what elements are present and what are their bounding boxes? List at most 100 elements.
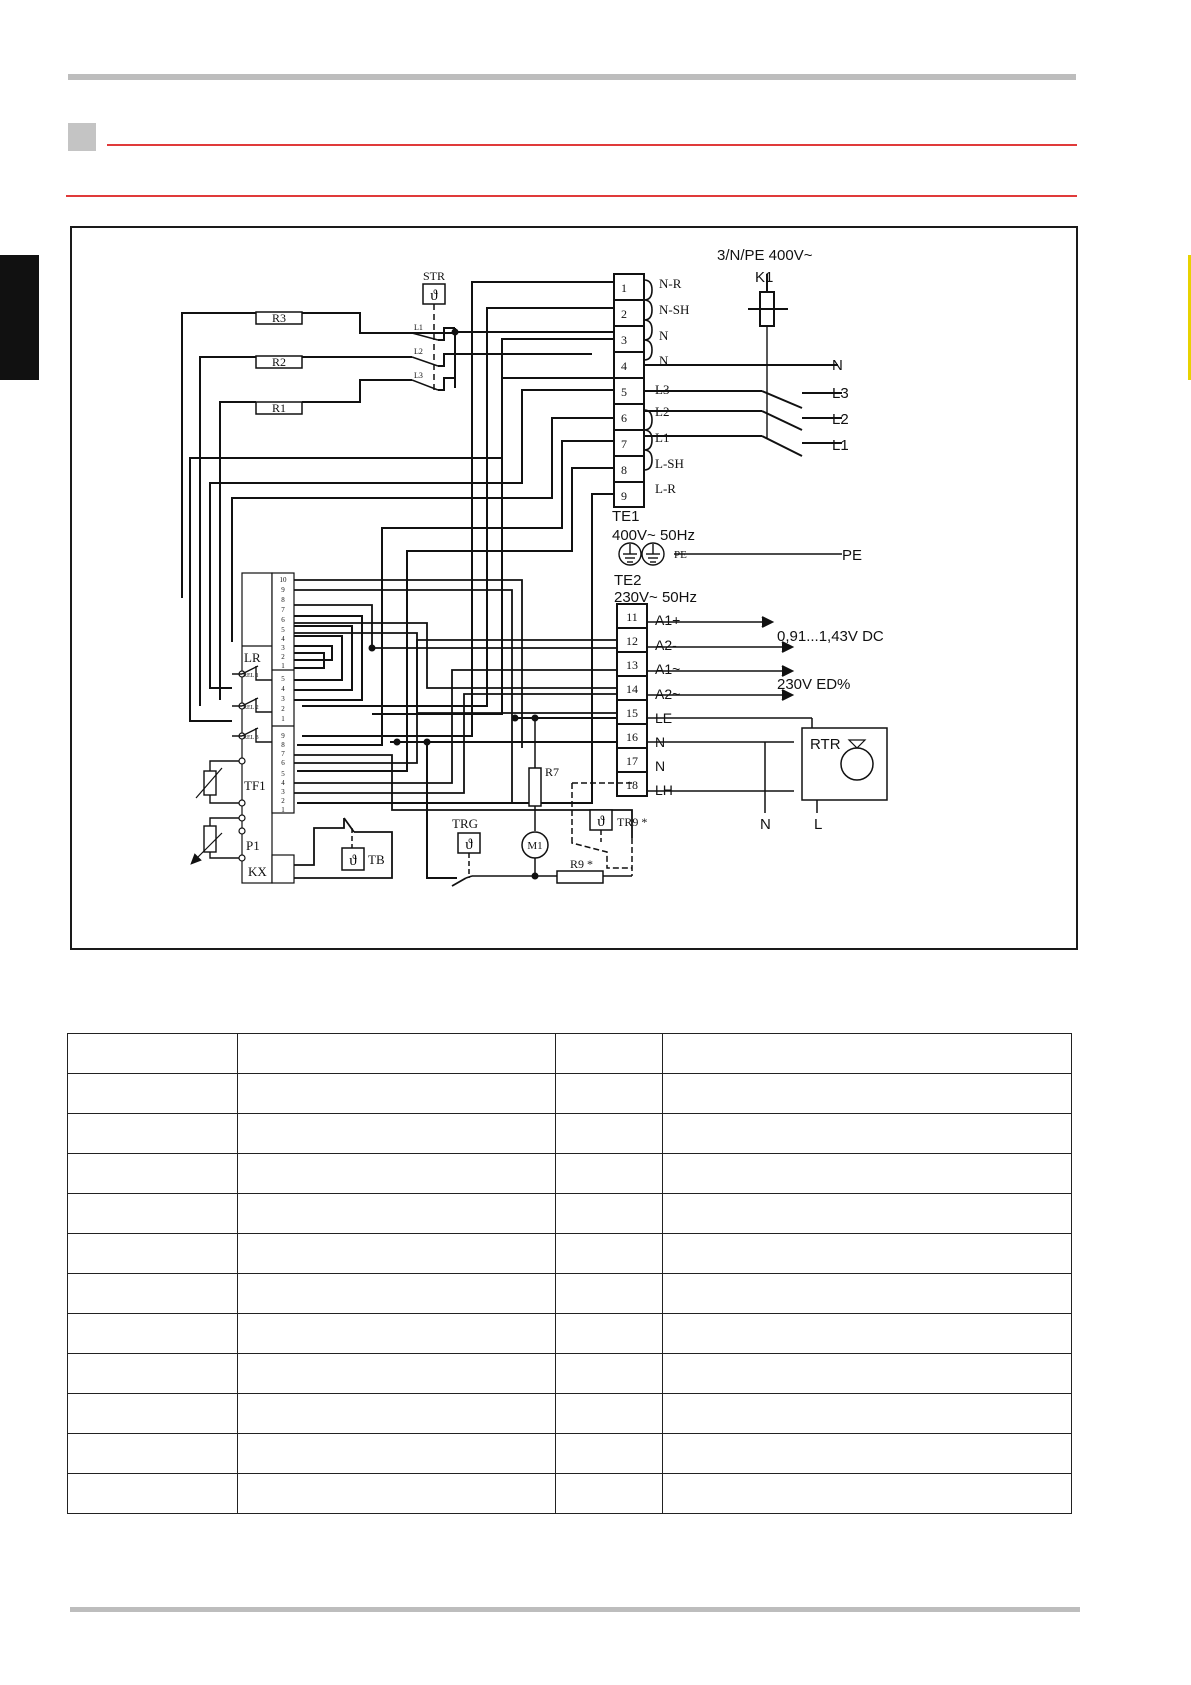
chapter-tab (0, 255, 39, 380)
controller-p1-label: P1 (246, 838, 260, 853)
r7-label: R7 (545, 765, 559, 779)
te1-label-3: N (659, 328, 669, 343)
str-l1-label: L1 (414, 323, 423, 332)
pe-small-label: PE (674, 549, 687, 561)
pin-top-3: 3 (281, 644, 285, 652)
rtr-n-label: N (760, 816, 771, 833)
pin-bot-4: 4 (281, 779, 285, 787)
table-row (67, 1393, 1072, 1434)
supply-label: 3/N/PE 400V~ (717, 247, 813, 264)
pin-top-4: 4 (281, 635, 285, 643)
te1-terminal-9: 9 (621, 489, 627, 503)
pin-top-6: 6 (281, 616, 285, 624)
tr9-label: TR9 * (617, 815, 647, 829)
te2-terminal-16: 16 (626, 730, 638, 744)
te1-terminal-1: 1 (621, 281, 627, 295)
te2-terminal-13: 13 (626, 658, 638, 672)
legend-table (67, 1033, 1072, 1514)
str-thermo-icon: ϑ (430, 288, 438, 304)
rtr-label: RTR (810, 736, 841, 753)
controller-lr-label: LR (244, 650, 261, 665)
pin-top-5: 5 (281, 626, 285, 634)
pin-top-9: 9 (281, 586, 285, 594)
pin-mid-5: 5 (281, 675, 285, 683)
pin-top-7: 7 (281, 606, 285, 614)
pin-mid-2: 2 (281, 705, 285, 713)
heater-r1-label: R1 (272, 401, 286, 415)
te2-label-12: A2- (655, 637, 677, 653)
pin-top-2: 2 (281, 653, 285, 661)
te2-terminal-14: 14 (626, 682, 638, 696)
section-title-rule (107, 144, 1077, 146)
pin-top-8: 8 (281, 596, 285, 604)
str-label: STR (423, 269, 445, 283)
te2-terminal-15: 15 (626, 706, 638, 720)
te2-label-18: LH (655, 782, 673, 798)
te2-name: TE2 (614, 572, 642, 589)
tb-thermo-icon: ϑ (349, 853, 357, 869)
te2-label-16: N (655, 734, 665, 750)
wiring-diagram: ϑ ϑ ϑ ϑ 1 2 3 4 5 6 7 8 9 N-R N-SH N N L… (181, 247, 888, 887)
te2-label-17: N (655, 758, 665, 774)
te1-label-4: N (659, 353, 669, 368)
pin-top-10: 10 (280, 576, 288, 584)
controller-tf1-label: TF1 (244, 778, 266, 793)
te1-label-1: N-R (659, 276, 682, 291)
table-row (67, 1273, 1072, 1314)
page-edge-mark (1188, 255, 1191, 380)
table-row (67, 1473, 1072, 1514)
controller-kx-label: KX (248, 864, 267, 879)
str-l2-label: L2 (414, 347, 423, 356)
table-row (67, 1433, 1072, 1474)
rel3-label: REL 3 (243, 735, 259, 741)
rel1-label: REL 1 (243, 673, 259, 679)
te2-rating: 230V~ 50Hz (614, 589, 697, 606)
te2-terminal-12: 12 (626, 634, 638, 648)
heater-r3-label: R3 (272, 311, 286, 325)
section-marker (68, 123, 96, 151)
table-row (67, 1233, 1072, 1274)
te1-terminal-4: 4 (621, 359, 627, 373)
te1-terminal-8: 8 (621, 463, 627, 477)
te2-label-13: A1~ (655, 661, 680, 677)
table-row (67, 1073, 1072, 1114)
pin-bot-6: 6 (281, 759, 285, 767)
table-row (67, 1113, 1072, 1154)
pin-bot-9: 9 (281, 732, 285, 740)
header-rule (68, 74, 1076, 80)
tr9-thermo-icon: ϑ (597, 814, 605, 830)
te1-terminal-5: 5 (621, 385, 627, 399)
pe-label: PE (842, 547, 862, 564)
te1-terminal-3: 3 (621, 333, 627, 347)
m1-label: M1 (527, 840, 542, 852)
te1-name: TE1 (612, 508, 640, 525)
te2-terminal-11: 11 (626, 610, 638, 624)
pin-top-1: 1 (281, 662, 285, 670)
te1-label-7: L1 (655, 430, 669, 445)
pin-mid-3: 3 (281, 695, 285, 703)
heater-r2-label: R2 (272, 355, 286, 369)
mains-l1: L1 (832, 437, 849, 454)
te1-terminal-6: 6 (621, 411, 627, 425)
wiring-diagram-frame: ϑ ϑ ϑ ϑ 1 2 3 4 5 6 7 8 9 N-R N-SH N N L… (70, 226, 1078, 950)
mains-n: N (832, 357, 843, 374)
signal-dc-label: 0,91...1,43V DC (777, 628, 884, 645)
mains-l2: L2 (832, 411, 849, 428)
trg-label: TRG (452, 816, 478, 831)
pin-bot-1: 1 (281, 806, 285, 814)
signal-ac-label: 230V ED% (777, 676, 850, 693)
te2-terminal-18: 18 (626, 778, 638, 792)
rel2-label: REL 2 (243, 705, 259, 711)
table-row (67, 1193, 1072, 1234)
pin-bot-3: 3 (281, 788, 285, 796)
k1-label: K1 (755, 269, 773, 286)
te1-label-5: L3 (655, 382, 669, 397)
section-bottom-rule (66, 195, 1077, 197)
table-row (67, 1153, 1072, 1194)
r9-label: R9 * (570, 857, 593, 871)
pin-bot-8: 8 (281, 741, 285, 749)
pin-bot-5: 5 (281, 770, 285, 778)
pin-mid-4: 4 (281, 685, 285, 693)
te2-terminal-17: 17 (626, 754, 638, 768)
pin-mid-1: 1 (281, 715, 285, 723)
